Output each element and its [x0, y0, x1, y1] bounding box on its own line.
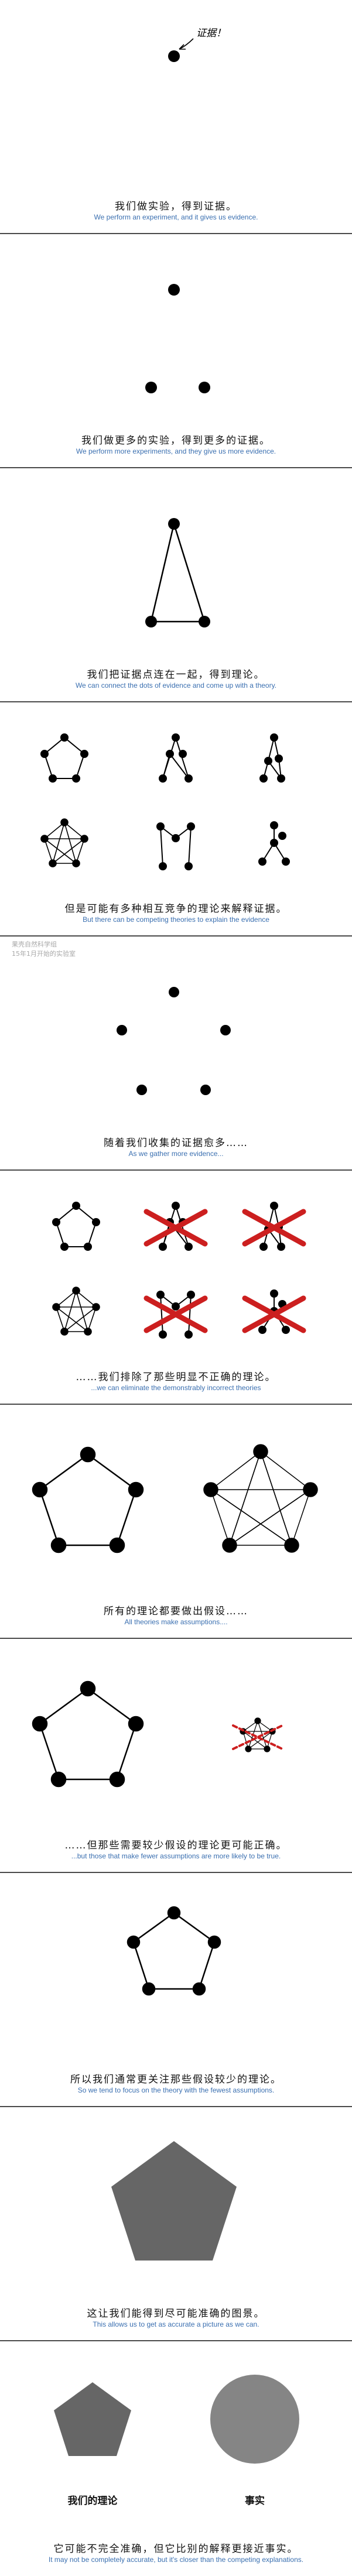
- theory-pentagon: [40, 733, 88, 783]
- panel-evidence-drawing: 证据！: [168, 28, 226, 62]
- panel-theory-vs-truth-drawing: [54, 2375, 299, 2464]
- panel-caption-zh: 所有的理论都要做出假设……: [104, 1606, 248, 1617]
- evidence-dot: [168, 284, 180, 296]
- theory-spike: [159, 733, 193, 783]
- theory-star: [52, 1287, 100, 1336]
- panel-gather-evidence-drawing: [117, 987, 231, 1095]
- panel-more-evidence-drawing: [145, 284, 210, 393]
- panel-caption-en: All theories make assumptions....: [124, 1618, 228, 1626]
- evidence-dot: [168, 50, 180, 62]
- theory-star-large: [203, 1444, 318, 1553]
- panel-caption-en: This allows us to get as accurate a pict…: [93, 2320, 259, 2328]
- panel-caption-zh: 我们做更多的实验，得到更多的证据。: [81, 435, 271, 447]
- panel-caption-en: But there can be competing theories to e…: [83, 915, 269, 924]
- panel-accurate-picture: 这让我们能得到尽可能准确的图景。 This allows us to get a…: [0, 2107, 352, 2341]
- panel-assumptions: 所有的理论都要做出假设…… All theories make assumpti…: [0, 1405, 352, 1639]
- cross-out-icon: [143, 1209, 208, 1247]
- panel-competing-theories: 但是可能有多种相互竞争的理论来解释证据。 But there can be co…: [0, 702, 352, 937]
- panel-connect-dots: 我们把证据点连在一起，得到理论。 We can connect the dots…: [0, 468, 352, 702]
- theory-pentagon-gray: [54, 2382, 131, 2456]
- evidence-annotation: 证据！: [196, 28, 226, 39]
- panel-evidence: 证据！ 我们做实验，得到证据。 We perform an experiment…: [0, 0, 352, 234]
- panel-caption-zh: 我们把证据点连在一起，得到理论。: [87, 669, 265, 681]
- panel-caption-en: As we gather more evidence...: [128, 1150, 224, 1158]
- cross-out-icon: [242, 1209, 306, 1247]
- evidence-dot: [168, 518, 180, 530]
- evidence-dot: [199, 616, 210, 627]
- filled-pentagon: [111, 2141, 237, 2261]
- panel-more-evidence: 我们做更多的实验，得到更多的证据。 We perform more experi…: [0, 234, 352, 468]
- theory-zigzag-eliminated: [259, 1202, 285, 1251]
- truth-circle: [210, 2375, 299, 2464]
- panel-connect-dots-drawing: [145, 518, 210, 627]
- panel-accurate-picture-drawing: [111, 2141, 237, 2261]
- panel-caption-en: So we tend to focus on the theory with t…: [77, 2086, 275, 2094]
- panel-caption-en: We perform an experiment, and it gives u…: [94, 213, 258, 221]
- theory-star-small: [240, 1717, 276, 1752]
- panel-focus-theory: 所以我们通常更关注那些假设较少的理论。 So we tend to focus …: [0, 1873, 352, 2107]
- panel-caption-en: We perform more experiments, and they gi…: [76, 447, 276, 455]
- evidence-dot: [145, 382, 157, 393]
- theory-pentagon-large: [32, 1446, 144, 1553]
- panel-caption-en: We can connect the dots of evidence and …: [75, 681, 277, 690]
- theory-pentagon-large: [32, 1680, 144, 1788]
- panel-caption-en: ...but those that make fewer assumptions…: [71, 1852, 281, 1860]
- panel-focus-theory-drawing: [127, 1906, 221, 1996]
- theory-triangle: [150, 521, 206, 623]
- panel-caption-zh: 但是可能有多种相互竞争的理论来解释证据。: [64, 903, 288, 915]
- theory-zigzag: [259, 733, 285, 783]
- theory-pentagon-focused: [127, 1906, 221, 1996]
- panel-competing-theories-drawing: [40, 733, 290, 870]
- panel-caption-zh: 这让我们能得到尽可能准确的图景。: [87, 2308, 265, 2320]
- evidence-dot: [145, 616, 157, 627]
- panel-fewer-assumptions: ……但那些需要较少假设的理论更可能正确。 ...but those that m…: [0, 1639, 352, 1873]
- evidence-dot: [136, 1085, 147, 1095]
- truth-label: 事实: [245, 2495, 265, 2507]
- annotation-arrowhead: [179, 44, 186, 50]
- watermark: 果壳自然科学组 15年1月开始的实验室: [12, 940, 76, 959]
- panel-eliminate: ……我们排除了那些明显不正确的理论。 ...we can eliminate t…: [0, 1171, 352, 1405]
- evidence-dot: [200, 1085, 211, 1095]
- cross-out-icon: [143, 1295, 208, 1333]
- evidence-dot: [117, 1025, 127, 1035]
- our-theory-label: 我们的理论: [67, 2495, 118, 2507]
- watermark-line2: 15年1月开始的实验室: [12, 950, 76, 958]
- panel-assumptions-drawing: [32, 1444, 318, 1553]
- watermark-line1: 果壳自然科学组: [12, 941, 57, 948]
- theory-y-shape: [258, 821, 290, 866]
- panel-caption-zh: ……但那些需要较少假设的理论更可能正确。: [64, 1840, 288, 1851]
- panel-caption-en: ...we can eliminate the demonstrably inc…: [91, 1384, 261, 1392]
- panel-fewer-assumptions-drawing: [32, 1680, 283, 1788]
- evidence-dot: [169, 987, 179, 997]
- panel-caption-zh: 所以我们通常更关注那些假设较少的理论。: [70, 2074, 282, 2086]
- evidence-dot: [199, 382, 210, 393]
- theory-tall-shape: [156, 822, 195, 870]
- theory-tall-shape-eliminated: [156, 1291, 195, 1339]
- evidence-dot: [220, 1025, 231, 1035]
- panel-caption-zh: ……我们排除了那些明显不正确的理论。: [76, 1371, 276, 1383]
- theory-star: [40, 818, 88, 867]
- panel-eliminate-drawing: [52, 1202, 306, 1339]
- theory-pentagon: [52, 1202, 100, 1251]
- panel-gather-evidence: 果壳自然科学组 15年1月开始的实验室 随着我们收集的证据愈多…… As we …: [0, 937, 352, 1171]
- panel-caption-zh: 我们做实验，得到证据。: [115, 201, 237, 212]
- cross-out-icon: [242, 1295, 306, 1333]
- panel-caption-zh: 它可能不完全准确，但它比别的解释更接近事实。: [53, 2543, 299, 2555]
- panel-caption-en: It may not be completely accurate, but i…: [48, 2556, 304, 2564]
- panel-theory-vs-truth: 我们的理论 事实 它可能不完全准确，但它比别的解释更接近事实。 It may n…: [0, 2341, 352, 2576]
- cross-out-icon: [232, 1724, 283, 1750]
- panel-caption-zh: 随着我们收集的证据愈多……: [104, 1137, 248, 1149]
